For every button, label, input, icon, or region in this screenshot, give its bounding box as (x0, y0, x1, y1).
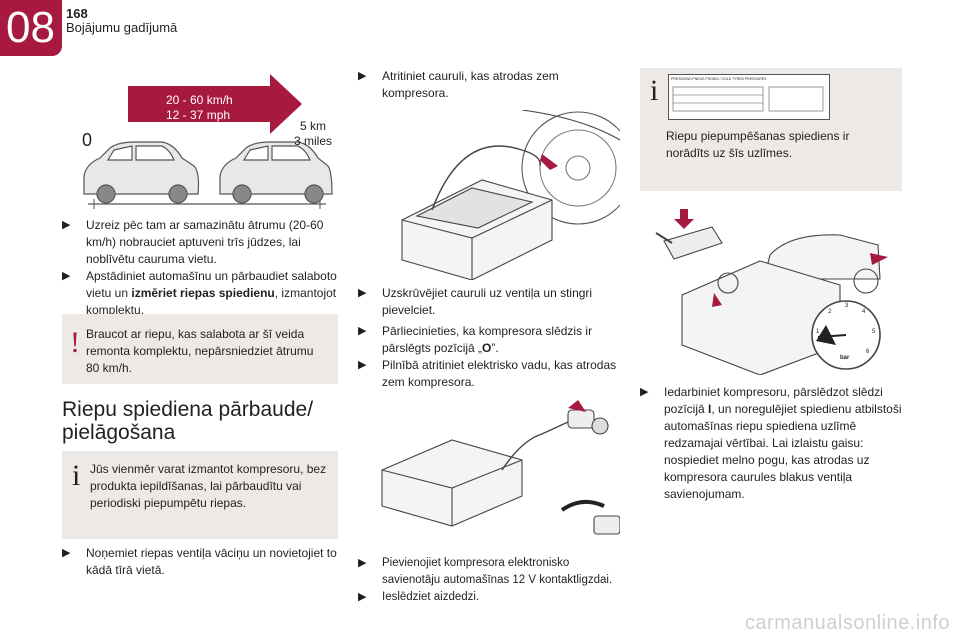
power-cable-illustration (372, 400, 621, 550)
curved-arrow-icon (560, 499, 605, 512)
chapter-number: 08 (6, 3, 55, 52)
info-text: Jūs vienmēr varat izmantot kompresoru, b… (90, 462, 327, 510)
col2-bullets-bottom: ▶ Pievienojiet kompresora elektronisko s… (358, 555, 620, 606)
instruction-bold: O (482, 341, 492, 355)
col3-bullets: ▶ Iedarbiniet kompresoru, pārslēdzot slē… (640, 384, 902, 503)
list-item: ▶ Noņemiet riepas ventiļa vāciņu un novi… (62, 545, 338, 579)
info-icon: i (650, 74, 659, 107)
distance-km: 5 km (300, 119, 327, 133)
arrow-icon (540, 154, 558, 170)
exclamation-icon: ! (70, 326, 80, 359)
instruction-text: Pilnībā atritiniet elektrisko vadu, kas … (382, 358, 617, 389)
arrow-icon (870, 253, 888, 265)
gauge-tick: 1 (816, 329, 820, 335)
instruction-text: Apstādiniet automašīnu un pārbaudiet sal… (86, 269, 337, 300)
instruction-bold: I (708, 402, 712, 416)
instruction-text: Ieslēdziet aizdedzi. (382, 591, 480, 603)
heading-line: Riepu spiediena pārbaude/ (62, 398, 314, 421)
instruction-text: ”. (491, 341, 499, 355)
instruction-text: Atritiniet cauruli, kas atrodas zem komp… (382, 69, 559, 100)
compressor-hose-illustration (372, 109, 635, 281)
arrow-down-icon (674, 209, 694, 229)
triangle-bullet-icon: ▶ (358, 591, 367, 603)
list-item: ▶ Uzskrūvējiet cauruli uz ventiļa un sti… (358, 285, 620, 319)
warning-text: Braucot ar riepu, kas salabota ar šī vei… (86, 327, 314, 375)
speed-illustration (83, 74, 333, 209)
label-info-text: Riepu piepumpēšanas spiediens ir norādīt… (666, 129, 850, 160)
label-info-box: i PRESSIONS PNEUS FROIDS / COLD TYRES PR… (640, 68, 902, 191)
instruction-text: Iedarbiniet kompresoru, pārslēdzot slēdz… (664, 385, 883, 416)
section-title: Bojājumu gadījumā (66, 20, 178, 35)
list-item: ▶ Iedarbiniet kompresoru, pārslēdzot slē… (640, 384, 902, 503)
chapter-tab: 08 (0, 0, 62, 56)
col2-bullet-top: ▶ Atritiniet cauruli, kas atrodas zem ko… (358, 68, 620, 102)
tyre-pressure-label: PRESSIONS PNEUS FROIDS / COLD TYRES PRES… (668, 74, 830, 120)
list-item: ▶ Atritiniet cauruli, kas atrodas zem ko… (358, 68, 620, 102)
speed-mph: 12 - 37 mph (166, 108, 231, 122)
page-number: 168 (66, 6, 88, 21)
gauge-tick: 2 (828, 309, 832, 315)
distance-miles: 3 miles (294, 134, 333, 148)
label-title: PRESSIONS PNEUS FROIDS / COLD TYRES PRES… (671, 77, 767, 81)
speed-figure (70, 68, 340, 218)
car-icon (219, 141, 333, 204)
instruction-text: Pārliecinieties, ka kompresora slēdzis i… (382, 324, 593, 355)
info-icon: i (72, 459, 81, 492)
instruction-text: , un noregulējiet spiedienu atbilstoši a… (664, 402, 902, 501)
gauge-tick: 4 (862, 309, 866, 315)
list-item: ▶ Pilnībā atritiniet elektrisko vadu, ka… (358, 357, 620, 391)
list-item: ▶ Ieslēdziet aizdedzi. (358, 589, 620, 606)
list-item: ▶ Pievienojiet kompresora elektronisko s… (358, 555, 620, 589)
info-box: i Jūs vienmēr varat izmantot kompresoru,… (62, 451, 338, 539)
arrow-icon (712, 293, 722, 307)
warning-box: ! Braucot ar riepu, kas salabota ar šī v… (62, 314, 338, 384)
car-icon (83, 141, 200, 204)
speed-arrow-icon (128, 74, 302, 134)
instruction-text: Noņemiet riepas ventiļa vāciņu un noviet… (86, 546, 337, 577)
triangle-bullet-icon: ▶ (358, 359, 367, 371)
section-heading: Riepu spiediena pārbaude/ pielāgošana (62, 398, 342, 444)
start-label: 0 (82, 130, 93, 150)
gauge-tick: 3 (845, 303, 849, 309)
triangle-bullet-icon: ▶ (62, 219, 71, 231)
compressor-gauge-illustration: 1 2 3 4 5 6 bar (640, 205, 902, 376)
triangle-bullet-icon: ▶ (358, 287, 367, 299)
col2-bullets-mid: ▶ Uzskrūvējiet cauruli uz ventiļa un sti… (358, 285, 620, 391)
list-item: ▶ Pārliecinieties, ka kompresora slēdzis… (358, 323, 620, 357)
instruction-text: Uzreiz pēc tam ar samazinātu ātrumu (20-… (86, 218, 324, 266)
triangle-bullet-icon: ▶ (62, 547, 71, 559)
instruction-text: Pievienojiet kompresora elektronisko sav… (382, 557, 613, 586)
heading-line: pielāgošana (62, 421, 176, 444)
list-item: ▶ Apstādiniet automašīnu un pārbaudiet s… (62, 268, 338, 319)
list-item: ▶ Uzreiz pēc tam ar samazinātu ātrumu (2… (62, 217, 338, 268)
arrow-icon (568, 400, 586, 412)
instruction-text: , izmantojot komplektu. (86, 286, 337, 317)
triangle-bullet-icon: ▶ (358, 557, 367, 569)
instruction-bold: izmēriet riepas spiedienu (131, 286, 275, 300)
triangle-bullet-icon: ▶ (358, 70, 367, 82)
gauge-unit: bar (840, 355, 850, 361)
triangle-bullet-icon: ▶ (62, 270, 71, 282)
col1-bullets: ▶ Uzreiz pēc tam ar samazinātu ātrumu (2… (62, 217, 338, 319)
gauge-tick: 6 (866, 349, 870, 355)
instruction-text: Uzskrūvējiet cauruli uz ventiļa un sting… (382, 286, 593, 317)
watermark: carmanualsonline.info (744, 612, 950, 634)
triangle-bullet-icon: ▶ (358, 325, 367, 337)
col1-bullets-2: ▶ Noņemiet riepas ventiļa vāciņu un novi… (62, 545, 338, 579)
speed-kmh: 20 - 60 km/h (166, 93, 233, 107)
gauge-tick: 5 (872, 329, 876, 335)
triangle-bullet-icon: ▶ (640, 386, 649, 398)
